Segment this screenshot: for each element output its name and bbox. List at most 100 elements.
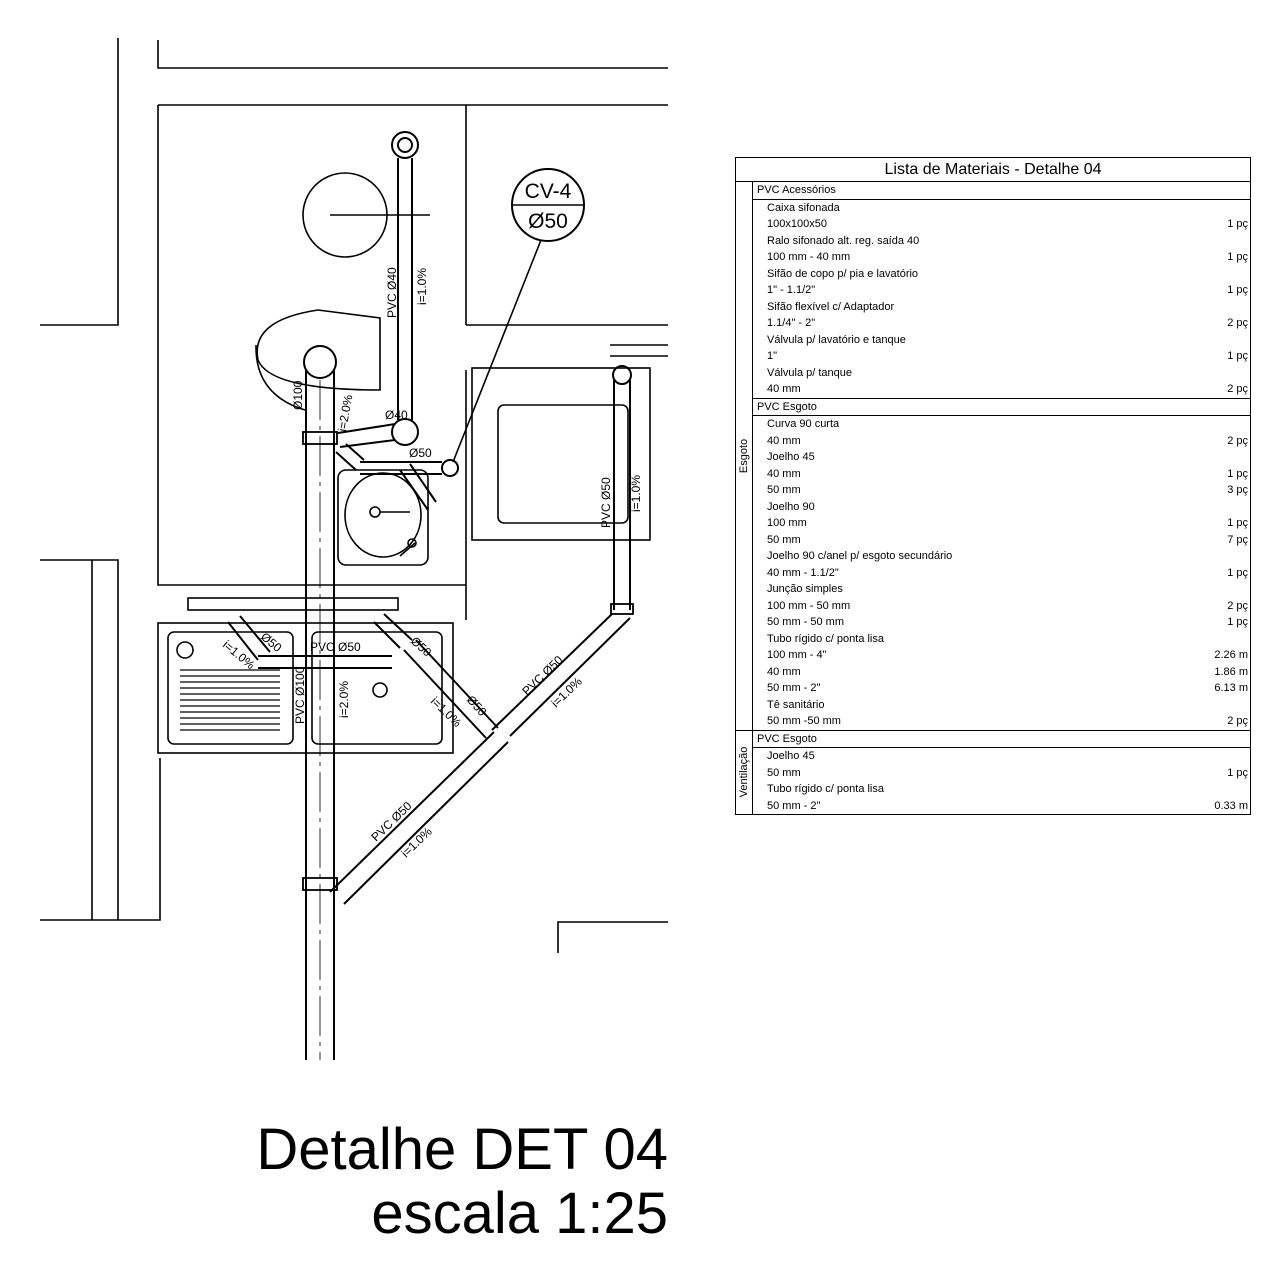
material-row: 40 mm - 1.1/2" 1 pç (753, 565, 1250, 582)
slope-label-riser: i=1.0% (629, 475, 643, 512)
slope-label-sink-diag: i=1.0% (428, 694, 465, 730)
material-qty: 0.33 m (1214, 799, 1248, 812)
ventilacao-side-label: Ventilação (737, 746, 750, 798)
slope-label-sink-mid: i=2.0% (337, 681, 351, 718)
material-row: Joelho 90 c/anel p/ esgoto secundário (753, 548, 1250, 565)
material-item: 100 mm - 50 mm (767, 599, 851, 612)
material-row: Sifão de copo p/ pia e lavatório (753, 266, 1250, 283)
pipe-50-riser-label: PVC Ø50 (599, 477, 613, 528)
pipes (227, 131, 634, 1060)
material-qty: 2 pç (1227, 715, 1248, 727)
material-qty: 3 pç (1227, 484, 1248, 496)
material-item: Joelho 90 (767, 500, 815, 513)
section-header: PVC Esgoto (753, 731, 1250, 748)
material-item: Junção simples (767, 583, 843, 595)
material-qty: 2 pç (1227, 317, 1248, 329)
section-header: PVC Esgoto (753, 399, 1250, 416)
d50-label-sink-left: Ø50 (258, 630, 285, 656)
material-qty: 7 pç (1227, 533, 1248, 546)
callout-code: CV-4 (525, 180, 572, 203)
material-qty: 2 pç (1227, 383, 1248, 395)
material-qty: 1 pç (1227, 566, 1248, 579)
material-qty: 2.26 m (1214, 649, 1248, 661)
material-item: Ralo sifonado alt. reg. saída 40 (767, 234, 920, 247)
material-row: Válvula p/ lavatório e tanque (753, 332, 1250, 349)
group-side-label: Ventilação (736, 730, 753, 814)
material-item: 100 mm - 40 mm (767, 251, 851, 263)
title-block: Detalhe DET 04 escala 1:25 (150, 1118, 668, 1246)
pipe-50-lower-label: PVC Ø50 (368, 799, 414, 845)
material-item: 40 mm - 1.1/2" (767, 566, 839, 579)
material-row: 50 mm 3 pç (753, 482, 1250, 499)
material-item: Joelho 45 (767, 750, 815, 762)
material-row: 1" - 1.1/2" 1 pç (753, 282, 1250, 299)
materials-table: Lista de Materiais - Detalhe 04 Esgoto P… (735, 157, 1251, 815)
material-row: 50 mm - 50 mm 1 pç (753, 614, 1250, 631)
material-item: 50 mm (767, 484, 801, 496)
material-item: Caixa sifonada (767, 201, 840, 214)
material-qty: 1 pç (1227, 766, 1248, 779)
material-item: Curva 90 curta (767, 418, 840, 430)
material-qty: 1 pç (1227, 251, 1248, 263)
material-item: 40 mm (767, 665, 801, 678)
material-item: Joelho 90 c/anel p/ esgoto secundário (767, 550, 953, 562)
materials-section-accessories: PVC Acessórios Caixa sifonada 100x100x50 1… (753, 182, 1250, 399)
material-item: 1" - 1.1/2" (767, 284, 816, 296)
material-item: Válvula p/ tanque (767, 366, 853, 379)
material-row: Joelho 45 (753, 449, 1250, 466)
material-item: 50 mm - 50 mm (767, 616, 845, 628)
material-qty: 1 pç (1227, 616, 1248, 628)
material-item: 1" (767, 350, 778, 362)
sink-pipe-label: PVC Ø50 (310, 640, 361, 654)
section-header: PVC Acessórios (753, 182, 1250, 200)
material-item: Joelho 45 (767, 451, 815, 463)
slope-label-lower: i=1.0% (398, 824, 435, 860)
material-qty: 1 pç (1227, 284, 1248, 296)
material-item: 40 mm (767, 383, 801, 395)
material-row: 40 mm 1.86 m (753, 664, 1250, 681)
material-row: Joelho 90 (753, 499, 1250, 516)
material-item: 100 mm - 4" (767, 649, 827, 661)
slope-label-stack: i=2.0% (335, 393, 355, 432)
material-row: Válvula p/ tanque (753, 365, 1250, 382)
material-qty: 2 pç (1227, 599, 1248, 612)
drawing-scale: escala 1:25 (371, 1181, 668, 1246)
d40-label-branch: Ø40 (385, 408, 408, 422)
material-item: 1.1/4" - 2" (767, 317, 816, 329)
material-row: Ralo sifonado alt. reg. saída 40 (753, 233, 1250, 250)
drawing-title: Detalhe DET 04 (256, 1117, 668, 1182)
material-row: Sifão flexível c/ Adaptador (753, 299, 1250, 316)
material-item: Tê sanitário (767, 698, 825, 711)
material-qty: 1.86 m (1214, 665, 1248, 678)
material-qty: 1 pç (1227, 218, 1248, 230)
material-row: Tubo rígido c/ ponta lisa (753, 631, 1250, 648)
material-row: Junção simples (753, 581, 1250, 598)
material-item: Sifão de copo p/ pia e lavatório (767, 267, 919, 280)
pipe-100-label: Ø100 (291, 380, 305, 410)
material-item: 40 mm (767, 434, 801, 447)
material-item: 50 mm (767, 533, 801, 546)
material-item: 50 mm - 2" (767, 799, 821, 812)
slope-label-vent: i=1.0% (415, 268, 429, 305)
materials-table-title: Lista de Materiais - Detalhe 04 (736, 158, 1250, 182)
material-qty: 1 pç (1227, 517, 1248, 529)
material-item: 100x100x50 (767, 218, 827, 230)
material-row: Joelho 45 (753, 748, 1250, 765)
material-item: Tubo rígido c/ ponta lisa (767, 632, 884, 645)
material-row: 40 mm 2 pç (753, 381, 1250, 398)
walls (40, 38, 668, 953)
materials-group-body: PVC Acessórios Caixa sifonada 100x100x50 1… (753, 182, 1250, 730)
material-qty: 1 pç (1227, 350, 1248, 362)
d50-label-branch: Ø50 (409, 446, 432, 460)
material-item: 40 mm (767, 467, 801, 480)
